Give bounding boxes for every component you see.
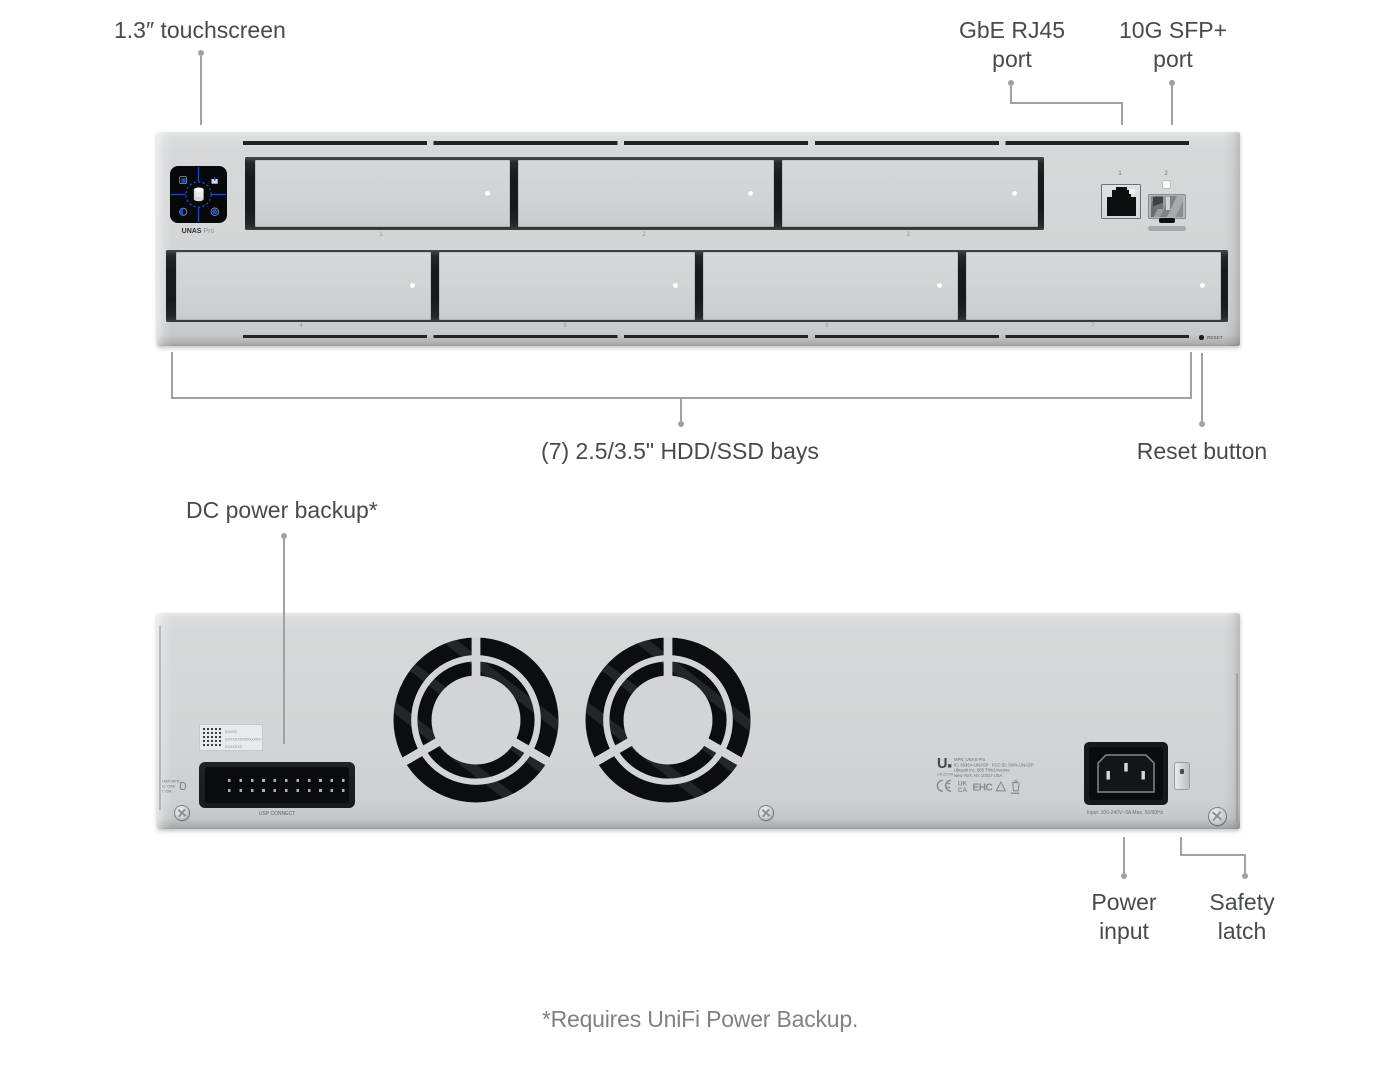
svg-text:UK: UK (958, 780, 968, 787)
svg-text:EHC: EHC (973, 782, 993, 793)
svg-text:CA: CA (958, 787, 968, 794)
